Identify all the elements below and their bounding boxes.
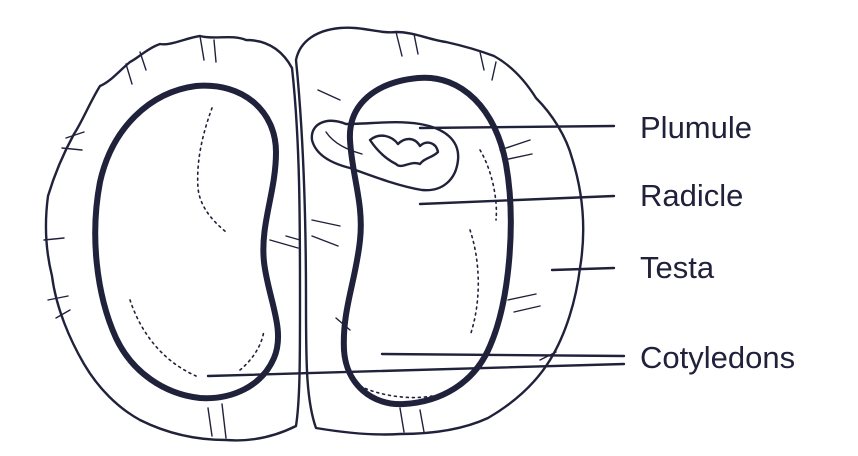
cotyledon-left-shading xyxy=(130,108,264,376)
label-cotyledons: Cotyledons xyxy=(640,340,795,375)
leader-testa xyxy=(552,268,614,270)
label-plumule: Plumule xyxy=(640,110,752,145)
label-testa: Testa xyxy=(640,250,715,285)
cotyledon-left xyxy=(95,86,278,399)
cotyledon-right-shading xyxy=(360,150,496,398)
radicle-inner xyxy=(326,132,362,154)
label-radicle: Radicle xyxy=(640,178,743,213)
leader-cotyledons-upper xyxy=(382,354,624,356)
plumule-shape xyxy=(370,136,438,166)
leader-plumule xyxy=(420,126,614,128)
leader-radicle xyxy=(420,196,614,204)
testa-right-outline xyxy=(296,28,583,435)
